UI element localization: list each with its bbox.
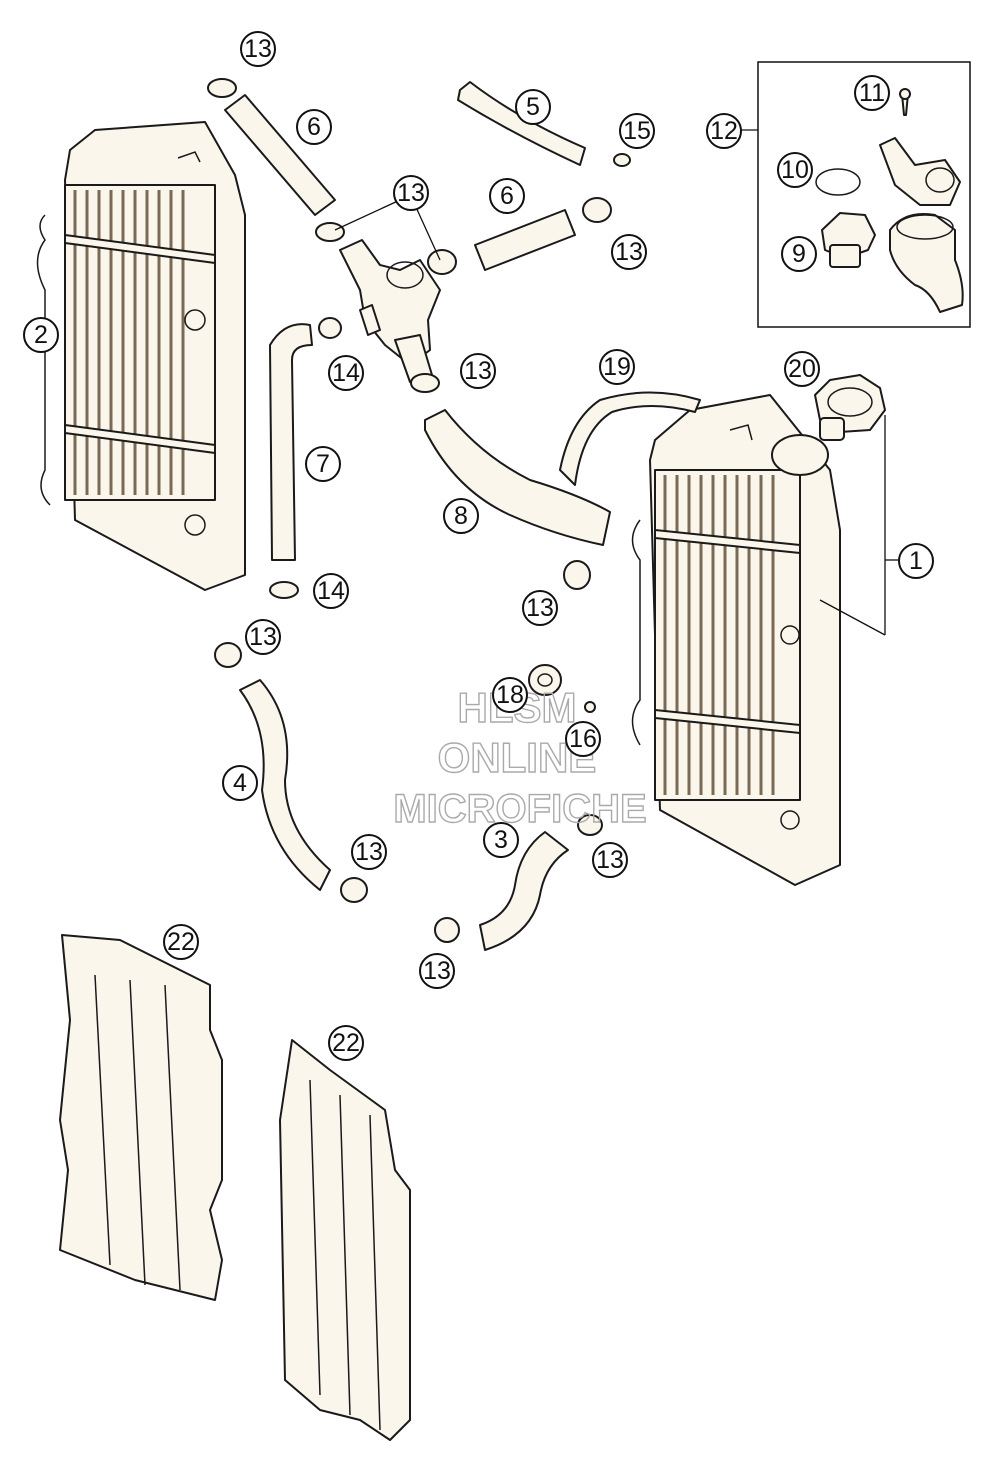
svg-text:11: 11 [859, 79, 885, 107]
callout-10: 10 [777, 152, 813, 188]
svg-text:14: 14 [317, 577, 345, 605]
svg-text:MICROFICHE: MICROFICHE [393, 787, 646, 831]
svg-text:13: 13 [397, 179, 425, 207]
hose-clamps [207, 78, 631, 943]
thermostat-kit-inset [757, 61, 971, 328]
callout-13-i: 13 [419, 953, 455, 989]
svg-text:7: 7 [316, 450, 330, 478]
svg-text:6: 6 [307, 113, 321, 141]
right-radiator [631, 394, 841, 886]
svg-text:22: 22 [167, 928, 195, 956]
svg-text:13: 13 [526, 594, 554, 622]
svg-text:13: 13 [596, 846, 624, 874]
callout-3: 3 [483, 822, 519, 858]
svg-text:8: 8 [454, 502, 468, 530]
svg-text:19: 19 [603, 353, 631, 381]
svg-text:13: 13 [355, 838, 383, 866]
svg-text:12: 12 [710, 117, 738, 145]
svg-text:4: 4 [233, 769, 247, 797]
svg-text:18: 18 [496, 681, 524, 709]
callout-8: 8 [443, 498, 479, 534]
callout-13-j: 13 [566, 1476, 594, 1480]
radiator-cap [814, 374, 886, 441]
callout-14-a: 14 [328, 355, 364, 391]
svg-text:6: 6 [500, 182, 514, 210]
callout-4: 4 [222, 765, 258, 801]
svg-text:13: 13 [615, 238, 643, 266]
callout-13-d: 13 [460, 353, 496, 389]
left-radiator [36, 121, 246, 591]
callout-7: 7 [305, 446, 341, 482]
callout-20: 20 [784, 351, 820, 387]
svg-text:2: 2 [34, 321, 48, 349]
callout-1: 1 [898, 543, 934, 579]
callout-18: 18 [492, 677, 528, 713]
callout-13-a: 13 [240, 31, 276, 67]
svg-text:16: 16 [569, 725, 597, 753]
svg-text:20: 20 [788, 355, 816, 383]
svg-text:13: 13 [244, 35, 272, 63]
callout-11: 11 [854, 75, 890, 111]
callout-22-a: 22 [163, 924, 199, 960]
svg-text:13: 13 [566, 1476, 594, 1480]
svg-text:10: 10 [781, 156, 809, 184]
callout-15: 15 [619, 113, 655, 149]
svg-text:22: 22 [332, 1029, 360, 1057]
svg-text:14: 14 [332, 359, 360, 387]
svg-text:13: 13 [464, 357, 492, 385]
callout-5: 5 [515, 89, 551, 125]
svg-text:5: 5 [526, 93, 540, 121]
callout-14-b: 14 [313, 573, 349, 609]
radiator-shrouds [59, 934, 411, 1441]
callout-12: 12 [706, 113, 742, 149]
svg-text:13: 13 [249, 623, 277, 651]
svg-text:13: 13 [423, 957, 451, 985]
callout-13-h: 13 [592, 842, 628, 878]
callout-13-g: 13 [351, 834, 387, 870]
callout-13-e: 13 [522, 590, 558, 626]
thermostat-housing [339, 239, 441, 383]
callouts: 1 2 3 4 5 6 6 7 8 9 10 11 12 13 13 13 13… [23, 31, 934, 1480]
callout-6-left: 6 [296, 109, 332, 145]
leader-lines [334, 129, 900, 636]
svg-text:9: 9 [792, 240, 806, 268]
hoses [224, 81, 701, 951]
callout-19: 19 [599, 349, 635, 385]
callout-9: 9 [781, 236, 817, 272]
callout-13-f: 13 [245, 619, 281, 655]
callout-13-b: 13 [393, 175, 429, 211]
callout-22-b: 22 [328, 1025, 364, 1061]
callout-6-right: 6 [489, 178, 525, 214]
svg-text:1: 1 [909, 547, 923, 575]
callout-16: 16 [565, 721, 601, 757]
svg-text:3: 3 [494, 826, 508, 854]
svg-text:15: 15 [623, 117, 651, 145]
callout-2: 2 [23, 317, 59, 353]
callout-13-c: 13 [611, 234, 647, 270]
